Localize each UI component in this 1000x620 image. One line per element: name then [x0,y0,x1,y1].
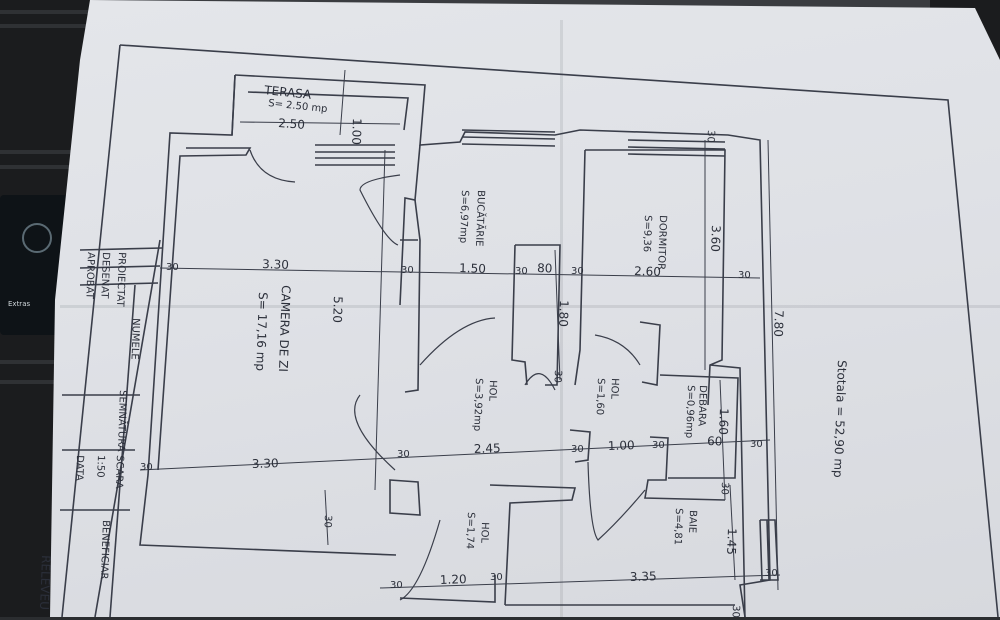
title-block-scara-value: 1:50 [94,455,106,478]
dim-label: 3.60 [708,225,723,252]
title-block-desenat: DESENAT [98,252,111,300]
total-area: Stotala = 52,90 mp [831,360,849,478]
dim-label: 30 [397,449,410,460]
dim-label: 1.00 [349,118,364,145]
dim-label: 30 [166,262,179,273]
title-block-proiectat: PROIECTAT [114,252,127,308]
dim-label: 30 [730,605,741,617]
dim-label: 1.45 [724,528,739,555]
room-area-debara: S=0,96mp [683,385,696,438]
dim-label: 30 [322,515,333,528]
dim-label: 30 [552,370,563,383]
room-name-terasa: TERASA [263,83,313,102]
title-block-semnatura: SEMNĂTURA [115,390,130,452]
dim-label: 1.60 [716,408,731,435]
room-area-hol: S=3,92mp [471,378,484,431]
gauge-icon [22,223,52,253]
dim-label: 30 [401,265,414,276]
dim-label: 3.35 [630,569,657,584]
dim-label: 1.50 [459,261,486,276]
room-area-terasa: S= 2.50 mp [268,98,328,115]
room-name-bucatarie: BUCĂTĂRIE [473,190,488,247]
dim-label: 30 [750,439,763,450]
dim-label: 3.30 [252,456,279,471]
room-name-hol-3: HOL [478,522,490,544]
dim-label: 5.20 [330,296,345,323]
room-name-hol: HOL [486,380,498,402]
title-block-numele: NUMELE [129,318,141,360]
dim-label: 30 [652,440,665,451]
room-name-camera: CAMERA DE ZI [276,285,293,372]
dim-label: 1.00 [608,438,635,453]
dim-label: 30 [490,572,503,583]
dim-label: 3.30 [262,257,289,272]
room-area-hol-2: S=1,60 [594,378,606,415]
paper-fold [560,20,563,617]
title-block-aprobat: APROBAT [83,252,96,300]
room-area-bucatarie: S=6,97mp [457,190,470,243]
dim-label: 2.60 [634,264,661,279]
dim-label: 30 [719,482,730,495]
title-block-releveu: RELEVEU [37,555,53,610]
title-block-scara: SCARA [113,455,125,489]
dim-label: 2.45 [474,441,501,456]
dim-label: 1.20 [440,572,467,587]
dim-label: 30 [765,568,778,579]
room-area-dormitor: S=9,36 [641,215,653,252]
dim-label: 30 [705,130,716,143]
screen-label: Extras [8,300,31,308]
dim-label: 30 [738,270,751,281]
dim-label: 1.80 [556,300,571,327]
room-area-hol-3: S=1,74 [464,512,476,549]
room-name-baie: BAIE [686,510,698,533]
dim-label: 60 [707,434,723,449]
dim-label: 7.80 [771,310,786,337]
dim-label: 30 [140,462,153,473]
dim-label: 30 [515,266,528,277]
room-area-baie: S=4,81 [672,508,684,545]
room-name-hol-2: HOL [608,378,620,400]
title-block-beneficiar: BENEFICIAR [98,520,111,580]
room-name-dormitor: DORMITOR [655,215,668,270]
dim-label: 30 [571,444,584,455]
dim-label: 30 [390,580,403,591]
room-area-camera: S= 17,16 mp [253,292,270,371]
title-block-data: DATA [73,455,85,481]
dim-label: 2.50 [278,116,306,132]
paper-fold [60,305,1000,308]
dim-label: 80 [537,261,553,276]
room-name-debara: DEBARA [696,385,708,427]
dim-label: 30 [571,266,584,277]
